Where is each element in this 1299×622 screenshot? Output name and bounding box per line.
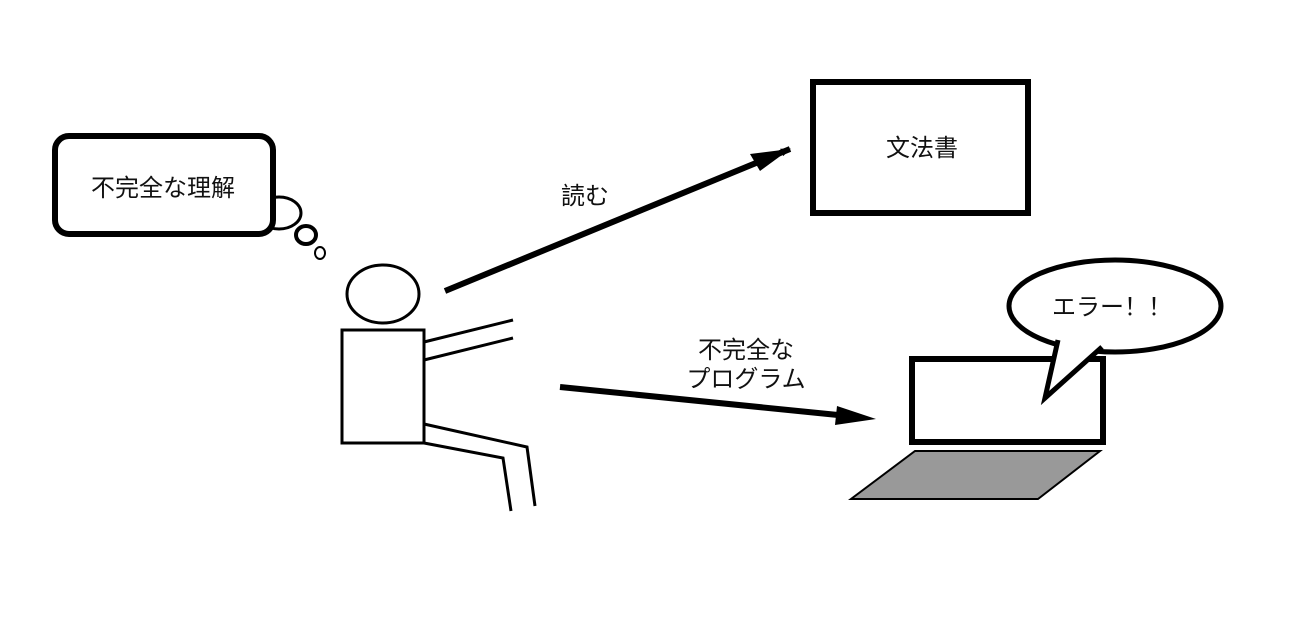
grammar-book-box (810, 79, 1031, 216)
grammar-book: 文法書 (810, 79, 1031, 216)
speech-bubble-text: エラー！！ (1052, 293, 1172, 321)
person-leg-lower (423, 441, 513, 512)
thought-tail-small (314, 246, 326, 260)
speech-bubble: エラー！！ (1006, 257, 1224, 406)
program-arrow-line (559, 384, 839, 418)
read-arrow-label: 読む (561, 182, 609, 210)
person-arm-upper (423, 318, 514, 344)
thought-box (52, 133, 276, 237)
person-body (340, 328, 426, 445)
program-arrow: 不完全な プログラム (559, 336, 876, 425)
program-label-line2: プログラム (686, 365, 805, 393)
person-leg-upper (423, 422, 537, 507)
speech-bubble-tail-outline (1040, 339, 1104, 406)
laptop-keyboard (848, 450, 1103, 500)
thought-tail-medium (294, 224, 318, 246)
speech-bubble-body (1006, 257, 1224, 355)
thought-bubble: 不完全な理解 (52, 133, 326, 260)
read-arrow-line (443, 146, 792, 294)
program-arrow-head (835, 406, 876, 425)
person-figure (340, 263, 537, 512)
program-label-line1: 不完全な (698, 336, 794, 364)
read-arrow-head (750, 149, 790, 171)
person-head (345, 263, 421, 325)
person-arm-lower (423, 336, 514, 362)
read-arrow: 読む (443, 146, 792, 294)
grammar-book-title: 文法書 (886, 134, 958, 162)
thought-text: 不完全な理解 (91, 174, 235, 202)
